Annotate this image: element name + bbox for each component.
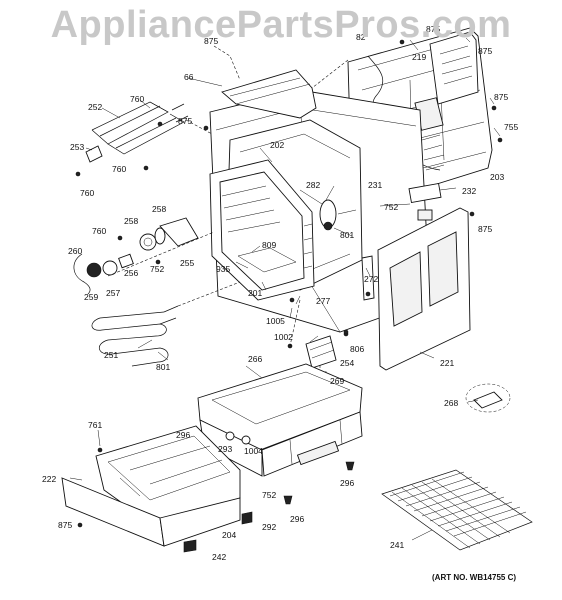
label-875: 875 xyxy=(426,24,440,34)
label-752: 752 xyxy=(384,202,398,212)
oven-rack-241 xyxy=(381,469,533,551)
label-203: 203 xyxy=(490,172,504,182)
label-269: 269 xyxy=(330,376,344,386)
label-296: 296 xyxy=(176,430,190,440)
label-875: 875 xyxy=(178,116,192,126)
label-255: 255 xyxy=(180,258,194,268)
label-752: 752 xyxy=(262,490,276,500)
label-260: 260 xyxy=(68,246,82,256)
label-293: 293 xyxy=(218,444,232,454)
label-258: 258 xyxy=(124,216,138,226)
part-268 xyxy=(465,383,511,413)
label-219: 219 xyxy=(412,52,426,62)
label-809: 809 xyxy=(262,240,276,250)
label-253: 253 xyxy=(70,142,84,152)
label-875: 875 xyxy=(494,92,508,102)
label-204: 204 xyxy=(222,530,236,540)
label-875: 875 xyxy=(478,224,492,234)
label-806: 806 xyxy=(350,344,364,354)
label-760: 760 xyxy=(92,226,106,236)
cavity-floor-809 xyxy=(237,247,297,273)
label-82: 82 xyxy=(356,32,366,42)
drawer-frame-266 xyxy=(197,363,363,477)
label-231: 231 xyxy=(368,180,382,190)
storage-drawer-204 xyxy=(61,425,241,547)
label-296: 296 xyxy=(290,514,304,524)
label-1005: 1005 xyxy=(266,316,285,326)
label-252: 252 xyxy=(88,102,102,112)
label-201: 201 xyxy=(248,288,262,298)
label-251: 251 xyxy=(104,350,118,360)
rail-272 xyxy=(361,255,375,301)
label-258: 258 xyxy=(152,204,166,214)
label-221: 221 xyxy=(440,358,454,368)
art-number: (ART NO. WB14755 C) xyxy=(432,573,516,582)
part-labels: 66 875 82 875 219 875 875 755 203 232 23… xyxy=(42,24,518,562)
label-935: 935 xyxy=(216,264,230,274)
label-242: 242 xyxy=(212,552,226,562)
broil-element-252 xyxy=(91,101,189,155)
label-66: 66 xyxy=(184,72,194,82)
leader-lines xyxy=(69,37,501,541)
label-875: 875 xyxy=(204,36,218,46)
label-875: 875 xyxy=(58,520,72,530)
label-752: 752 xyxy=(150,264,164,274)
label-259: 259 xyxy=(84,292,98,302)
label-760: 760 xyxy=(130,94,144,104)
rear-upper-bracket xyxy=(429,31,479,105)
label-202: 202 xyxy=(270,140,284,150)
top-bracket-66 xyxy=(221,69,317,119)
label-241: 241 xyxy=(390,540,404,550)
label-801: 801 xyxy=(156,362,170,372)
bracket-255 xyxy=(159,217,199,247)
label-222: 222 xyxy=(42,474,56,484)
label-257: 257 xyxy=(106,288,120,298)
label-292: 292 xyxy=(262,522,276,532)
bake-element-251 xyxy=(91,281,241,367)
label-268: 268 xyxy=(444,398,458,408)
label-760: 760 xyxy=(80,188,94,198)
side-brackets xyxy=(408,182,442,221)
label-801: 801 xyxy=(340,230,354,240)
label-272: 272 xyxy=(364,274,378,284)
drawer-clips xyxy=(183,511,253,553)
label-755: 755 xyxy=(504,122,518,132)
side-panel-221 xyxy=(377,207,471,371)
label-266: 266 xyxy=(248,354,262,364)
label-232: 232 xyxy=(462,186,476,196)
label-277: 277 xyxy=(316,296,330,306)
label-256: 256 xyxy=(124,268,138,278)
label-1004: 1004 xyxy=(244,446,263,456)
label-875: 875 xyxy=(478,46,492,56)
front-frame-935 xyxy=(209,159,315,301)
terminal-parts xyxy=(73,227,166,295)
label-296: 296 xyxy=(340,478,354,488)
label-760: 760 xyxy=(112,164,126,174)
oven-light-assembly xyxy=(319,185,357,231)
label-761: 761 xyxy=(88,420,102,430)
label-254: 254 xyxy=(340,358,354,368)
label-1002: 1002 xyxy=(274,332,293,342)
label-282: 282 xyxy=(306,180,320,190)
bracket-253 xyxy=(85,145,103,163)
drawer-glides xyxy=(225,431,251,445)
